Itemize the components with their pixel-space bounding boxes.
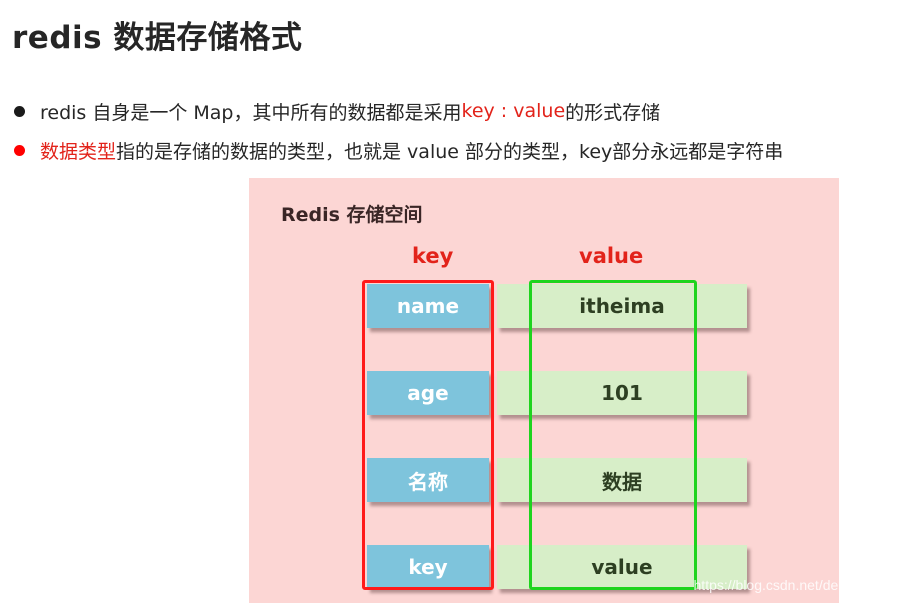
bullet-highlight: key : value <box>461 100 566 122</box>
page-title: redis 数据存储格式 <box>12 20 303 56</box>
value-cell: 101 <box>497 371 747 415</box>
bullet-dot-icon <box>14 144 25 156</box>
bullet-item-storage-format: redis 自身是一个 Map，其中所有的数据都是采用 key : value … <box>14 96 660 126</box>
key-column-frame <box>362 280 494 590</box>
redis-storage-diagram: Redis 存储空间 key value name itheima age 10… <box>249 178 839 603</box>
value-column-frame <box>529 280 697 590</box>
bullet-text: redis 自身是一个 Map，其中所有的数据都是采用 <box>40 101 462 124</box>
diagram-title: Redis 存储空间 <box>281 204 423 226</box>
value-cell: itheima <box>497 284 747 328</box>
bullet-highlight: 数据类型 <box>40 140 117 163</box>
value-cell: 数据 <box>497 458 747 502</box>
bullet-text-end: 的形式存储 <box>565 101 661 124</box>
watermark-url: https://blog.csdn.net/dengzhan1 <box>693 577 892 593</box>
bullet-dot-icon <box>14 105 25 117</box>
key-cell: age <box>367 371 489 415</box>
bullet-text: 指的是存储的数据的类型，也就是 value 部分的类型，key部分永远都是字符串 <box>116 140 784 163</box>
key-cell: key <box>367 545 489 589</box>
bullet-item-data-type: 数据类型 指的是存储的数据的类型，也就是 value 部分的类型，key部分永远… <box>14 135 783 165</box>
key-cell: name <box>367 284 489 328</box>
value-column-header: value <box>579 244 644 268</box>
key-cell: 名称 <box>367 458 489 502</box>
key-column-header: key <box>412 244 454 268</box>
value-cell: value <box>497 545 747 589</box>
